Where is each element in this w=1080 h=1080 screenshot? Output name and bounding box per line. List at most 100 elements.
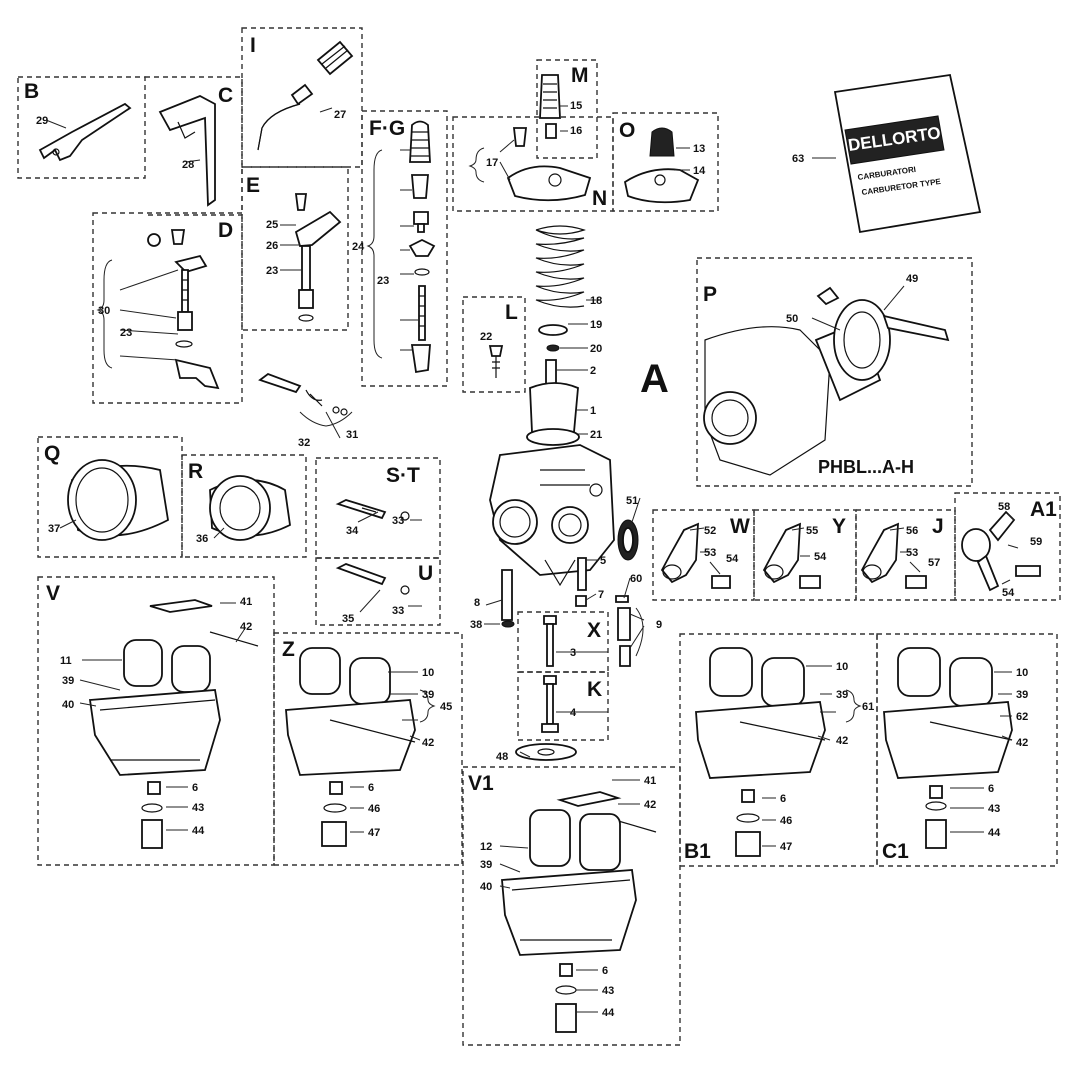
part-number-43-c1: 43 (988, 803, 1000, 815)
part-number-55: 55 (806, 525, 818, 537)
group-label-l: L (505, 301, 518, 324)
part-number-23-e: 23 (266, 265, 278, 277)
group-label-y: Y (832, 515, 846, 538)
part-number-12: 12 (480, 841, 492, 853)
part-number-59: 59 (1030, 536, 1042, 548)
part-number-6-v1: 6 (602, 965, 608, 977)
part-number-26: 26 (266, 240, 278, 252)
part-number-10-c1: 10 (1016, 667, 1028, 679)
part-number-54-a1: 54 (1002, 587, 1015, 599)
part-number-48: 48 (496, 751, 508, 763)
part-number-10-b1: 10 (836, 661, 848, 673)
part-number-57: 57 (928, 557, 940, 569)
part-number-54-w: 54 (726, 553, 739, 565)
carb-top-cap-drawing (506, 127, 592, 202)
part-number-42-c1: 42 (1016, 737, 1028, 749)
group-label-v: V (46, 582, 60, 605)
float-bowl-v-drawing (88, 599, 259, 849)
part-number-47-z: 47 (368, 827, 380, 839)
needle-screws-drawing (335, 499, 410, 595)
group-label-z: Z (282, 638, 295, 661)
part-number-21: 21 (590, 429, 602, 441)
part-number-44-v: 44 (192, 825, 205, 837)
carburetor-body-drawing (489, 359, 615, 587)
part-number-56: 56 (906, 525, 918, 537)
part-number-36: 36 (196, 533, 208, 545)
part-number-42-b1: 42 (836, 735, 848, 747)
part-number-33-st: 33 (392, 515, 404, 527)
part-number-32: 32 (298, 437, 310, 449)
part-number-23-fg: 23 (377, 275, 389, 287)
part-number-41-v1: 41 (644, 775, 656, 787)
group-label-u: U (418, 562, 433, 585)
mixture-cap-drawing (539, 74, 561, 139)
group-boxes (17, 27, 1061, 1046)
part-number-47-b1: 47 (780, 841, 792, 853)
starter-plunger-drawing (147, 229, 220, 390)
main-assembly-label: A (640, 357, 669, 401)
part-number-11: 11 (60, 655, 72, 667)
float-bowl-v1-drawing (501, 791, 657, 1033)
part-number-14: 14 (693, 165, 706, 177)
part-number-53-j: 53 (906, 547, 918, 559)
part-number-54-y: 54 (814, 551, 827, 563)
banjo-fittings-drawing (660, 510, 1041, 592)
part-number-43-v: 43 (192, 802, 204, 814)
part-drawings: DELLORTO CARBURATORI CARBURETOR TYPE (38, 40, 1041, 1033)
part-number-42-v: 42 (240, 621, 252, 633)
part-number-40-v1: 40 (480, 881, 492, 893)
part-number-31: 31 (346, 429, 358, 441)
group-label-m: M (571, 64, 589, 87)
idle-jet-stack-drawing (408, 120, 436, 374)
part-number-23-d: 23 (120, 327, 132, 339)
part-number-44-c1: 44 (988, 827, 1001, 839)
part-number-2: 2 (590, 365, 596, 377)
cable-cap-drawing (623, 127, 700, 204)
part-number-5: 5 (600, 555, 606, 567)
part-number-51: 51 (626, 495, 638, 507)
leader-lines (45, 105, 1019, 1013)
part-number-17: 17 (486, 157, 498, 169)
part-number-34: 34 (346, 525, 359, 537)
part-number-39-v1: 39 (480, 859, 492, 871)
part-number-62: 62 (1016, 711, 1028, 723)
part-number-61: 61 (862, 701, 874, 713)
group-label-w: W (730, 515, 750, 538)
group-label-k: K (587, 678, 602, 701)
part-number-1: 1 (590, 405, 596, 417)
group-label-a1: A1 (1030, 498, 1057, 521)
throttle-spring-drawing (535, 225, 586, 352)
part-number-41-v: 41 (240, 596, 252, 608)
group-label-o: O (619, 119, 635, 142)
engine-manifold-drawing (703, 286, 950, 476)
part-number-10-z: 10 (422, 667, 434, 679)
air-filters-drawing (67, 459, 291, 541)
part-number-53-w: 53 (704, 547, 716, 559)
part-number-20: 20 (590, 343, 602, 355)
group-letters: B C I F·G M O N E D L P Q R S·T U W Y J … (24, 34, 1057, 863)
group-label-q: Q (44, 442, 60, 465)
part-number-50: 50 (786, 313, 798, 325)
part-number-25: 25 (266, 219, 278, 231)
part-number-44-v1: 44 (602, 1007, 615, 1019)
part-number-37: 37 (48, 523, 60, 535)
part-number-8: 8 (474, 597, 480, 609)
part-number-42-v1: 42 (644, 799, 656, 811)
part-number-42-z: 42 (422, 737, 434, 749)
part-number-63: 63 (792, 153, 804, 165)
group-label-b1: B1 (684, 840, 711, 863)
float-bowl-z-drawing (285, 647, 416, 847)
part-number-39-c1: 39 (1016, 689, 1028, 701)
group-label-p: P (703, 283, 717, 306)
group-label-x: X (587, 619, 601, 642)
part-number-4: 4 (570, 707, 577, 719)
group-label-b: B (24, 80, 39, 103)
part-number-6-c1: 6 (988, 783, 994, 795)
part-number-6-v: 6 (192, 782, 198, 794)
part-number-9: 9 (656, 619, 662, 631)
part-number-39-z: 39 (422, 689, 434, 701)
float-bowl-b1-drawing (695, 647, 826, 857)
part-number-45: 45 (440, 701, 452, 713)
throttle-lever-drawing (38, 102, 132, 162)
